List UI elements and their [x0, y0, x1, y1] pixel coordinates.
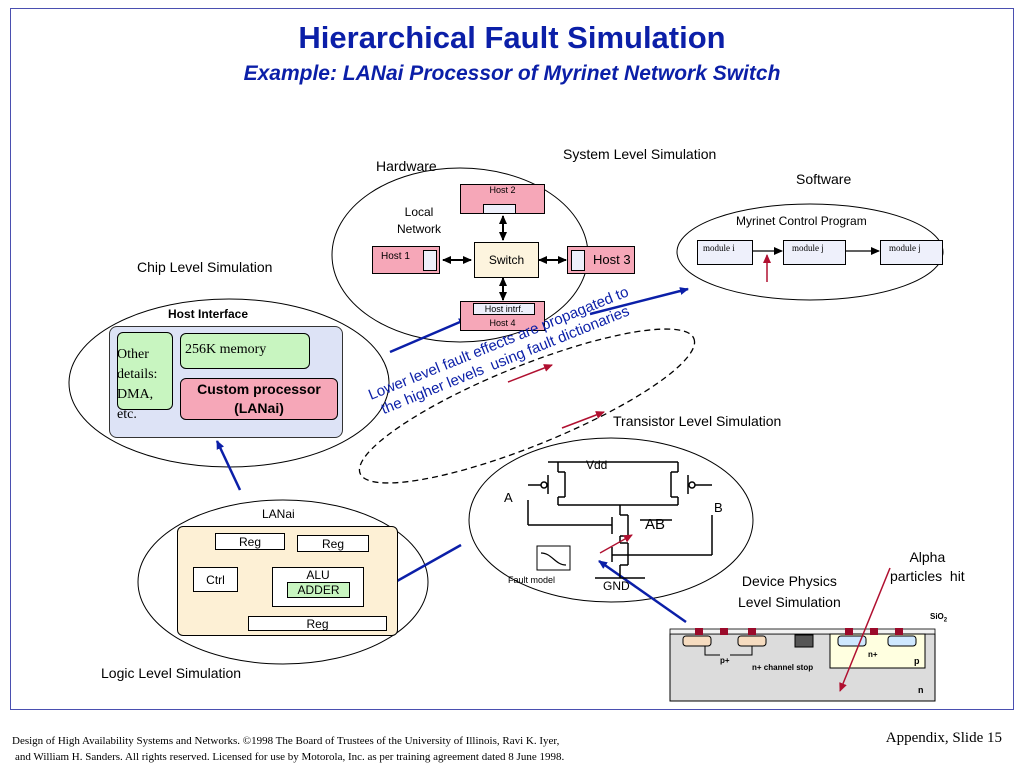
host2-box: Host 2: [460, 184, 545, 214]
adder-box: ADDER: [287, 582, 350, 598]
chip-level-label: Chip Level Simulation: [137, 259, 273, 275]
host1-label: Host 1: [381, 251, 410, 262]
reg-box-1: Reg: [215, 533, 285, 550]
host2-interface: [483, 204, 516, 214]
module-i-box: module i: [697, 240, 753, 265]
host1-box: Host 1: [372, 246, 440, 274]
hardware-label: Hardware: [376, 158, 437, 174]
software-ellipse: [676, 203, 944, 301]
alu-label: ALU: [306, 568, 330, 582]
host-interface-label: Host Interface: [168, 307, 249, 321]
p-plus-label: p+: [720, 656, 730, 665]
slide-frame: [10, 8, 1014, 710]
footer-line-2: and William H. Sanders. All rights reser…: [15, 751, 565, 763]
alu-box: ALU ADDER: [272, 567, 364, 607]
ctrl-box: Ctrl: [193, 567, 238, 592]
slide-subtitle: Example: LANai Processor of Myrinet Netw…: [243, 62, 781, 85]
output-ab-label: AB: [645, 516, 666, 533]
module-j-box: module j: [783, 240, 846, 265]
logic-ellipse: [137, 499, 429, 665]
n-plus-label: n+: [868, 650, 878, 659]
footer-line-1: Design of High Availability Systems and …: [12, 735, 560, 747]
input-b-label: B: [714, 500, 723, 515]
memory-label: 256K memory: [185, 342, 267, 357]
p-region-label: p: [914, 656, 920, 666]
gnd-label: GND: [603, 579, 630, 593]
custom-processor-box: Custom processor (LANai): [180, 378, 338, 420]
host4-label: Host 4: [489, 318, 516, 328]
transistor-level-label: Transistor Level Simulation: [613, 413, 782, 429]
module-j-label: module j: [792, 243, 824, 253]
fault-model-box: [536, 545, 571, 571]
host4-box: Host intrf. Host 4: [460, 301, 545, 331]
module-j2-label: module j: [889, 243, 921, 253]
transistor-ellipse: [468, 437, 754, 603]
switch-label: Switch: [488, 253, 525, 267]
software-label: Software: [796, 171, 852, 187]
host3-interface: [571, 250, 585, 271]
lanai-label: LANai: [262, 507, 295, 521]
n-substrate-label: n: [918, 685, 924, 695]
vdd-label: Vdd: [586, 458, 608, 472]
slide-title: Hierarchical Fault Simulation: [298, 20, 726, 55]
sio2-label: SiO2: [930, 612, 948, 624]
device-level-label: Device Physics Level Simulation: [738, 573, 841, 610]
logic-level-label: Logic Level Simulation: [101, 665, 242, 681]
device-cross-section: [669, 628, 936, 702]
host1-interface: [423, 250, 437, 271]
input-a-label: A: [504, 490, 513, 505]
local-network-label: Local Network: [397, 205, 442, 236]
propagation-ellipse: [358, 328, 696, 484]
alpha-particles-label: Alpha particles hit: [890, 549, 965, 584]
memory-box: 256K memory: [180, 333, 310, 369]
module-j2-box: module j: [880, 240, 943, 265]
other-details-text: Other details: DMA, etc.: [117, 347, 158, 422]
reg-box-2: Reg: [297, 535, 369, 552]
module-i-label: module i: [703, 243, 735, 253]
program-label: Myrinet Control Program: [736, 214, 867, 228]
slide-number: Appendix, Slide 15: [885, 730, 1002, 746]
reg-box-3: Reg: [248, 616, 387, 631]
transistor-circuit: [527, 461, 713, 579]
host2-label: Host 2: [489, 185, 516, 195]
switch-box: Switch: [474, 242, 539, 278]
host3-box: Host 3: [567, 246, 635, 274]
system-level-label: System Level Simulation: [563, 146, 717, 162]
fault-model-label: Fault model: [508, 575, 556, 585]
host3-label: Host 3: [593, 252, 631, 267]
footer-copyright: Design of High Availability Systems and …: [12, 733, 564, 765]
other-details-box: [117, 332, 173, 410]
channel-stop-label: n+ channel stop: [752, 663, 814, 672]
host-intrf-box: Host intrf.: [473, 303, 535, 315]
